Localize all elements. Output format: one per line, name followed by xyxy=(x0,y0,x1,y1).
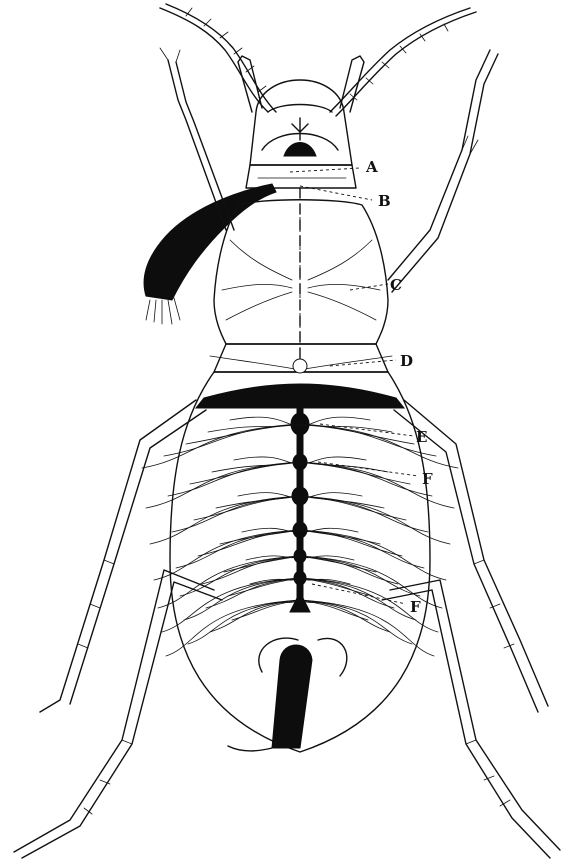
nerve-branch xyxy=(300,600,368,620)
nerve-branch xyxy=(300,600,412,644)
nerve-branch xyxy=(300,578,394,608)
nerve-branch xyxy=(188,600,300,644)
label-f-lower: F xyxy=(410,598,421,616)
nerve-branch xyxy=(300,530,424,568)
nerve-branch xyxy=(300,530,402,556)
palps xyxy=(238,56,364,112)
nerve-branch xyxy=(146,462,300,508)
prothorax xyxy=(214,200,388,344)
nerve-branch xyxy=(206,578,300,608)
label-e: E xyxy=(416,428,427,446)
nerve-branch xyxy=(300,578,416,620)
nerve-branch xyxy=(166,600,300,656)
nerve-branch xyxy=(300,462,410,484)
nerve-branch xyxy=(162,578,300,632)
nerve-branch xyxy=(230,417,300,425)
nerve-branch xyxy=(300,462,432,496)
label-d: D xyxy=(400,352,413,370)
neck xyxy=(246,165,356,188)
label-a: A xyxy=(365,158,378,176)
head xyxy=(250,80,352,165)
nerve-branch xyxy=(232,600,300,620)
middle-leg-right xyxy=(394,400,548,712)
terminal-organ xyxy=(228,638,347,751)
nerve-branch xyxy=(210,600,300,632)
nerve-branch xyxy=(300,417,370,425)
nerve-branch xyxy=(142,424,300,468)
label-c: C xyxy=(390,276,402,294)
nerve-branch xyxy=(300,600,390,632)
nerve-branch xyxy=(198,530,300,556)
nerve-branch xyxy=(300,424,458,468)
foreleg-right xyxy=(388,50,498,292)
nerve-branch xyxy=(190,462,300,484)
label-f-upper: F xyxy=(422,470,433,488)
detached-leg xyxy=(144,184,276,324)
label-b: B xyxy=(378,192,391,210)
hind-leg-left xyxy=(14,570,222,858)
nerve-branch xyxy=(154,530,300,580)
hind-leg-right xyxy=(382,580,560,858)
nerve-branch xyxy=(168,462,300,496)
nerve-branch xyxy=(176,530,300,568)
nerve-branch xyxy=(300,530,446,580)
